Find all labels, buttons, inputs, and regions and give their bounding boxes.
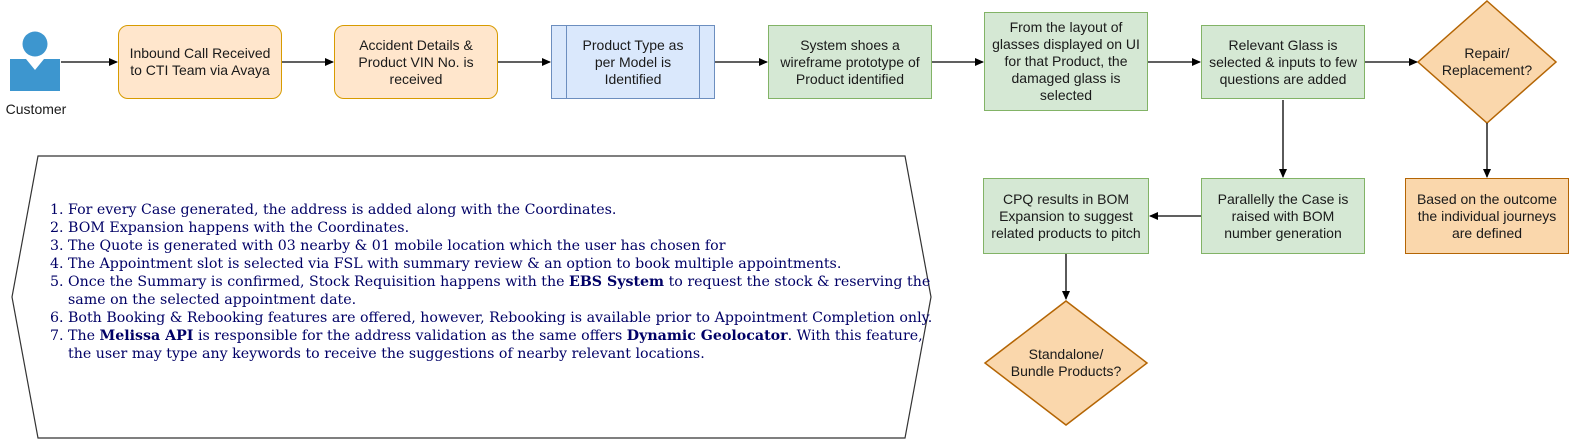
case-raised-node: Parallelly the Case is raised with BOM n… [1201,178,1365,254]
dynamic-geolocator-term: Dynamic Geolocator [626,328,788,344]
note-item: The Appointment slot is selected via FSL… [68,255,938,273]
note-item: The Quote is generated with 03 nearby & … [68,237,938,255]
melissa-api-term: Melissa API [99,328,194,344]
ebs-system-term: EBS System [569,274,665,290]
standalone-bundle-decision-shape [983,300,1149,426]
relevant-glass-node: Relevant Glass is selected & inputs to f… [1201,25,1365,99]
inbound-call-node: Inbound Call Received to CTI Team via Av… [118,25,282,99]
user-icon [10,31,60,91]
note-item: For every Case generated, the address is… [68,201,938,219]
note-item: Both Booking & Rebooking features are of… [68,309,938,327]
notes-frame [11,155,932,439]
accident-details-node: Accident Details & Product VIN No. is re… [334,25,498,99]
repair-replacement-label: Repair/ Replacement? [1441,45,1533,78]
glass-layout-node: From the layout of glasses displayed on … [984,12,1148,111]
customer-label: Customer [5,101,67,117]
note-item: BOM Expansion happens with the Coordinat… [68,219,938,237]
wireframe-node: System shoes a wireframe prototype of Pr… [768,25,932,99]
journeys-node: Based on the outcome the individual jour… [1405,178,1569,254]
note-item: Once the Summary is confirmed, Stock Req… [68,273,938,309]
cpq-bom-node: CPQ results in BOM Expansion to suggest … [983,178,1149,254]
standalone-bundle-label: Standalone/ Bundle Products? [1010,346,1122,379]
notes-list: For every Case generated, the address is… [46,201,938,363]
note-item: The Melissa API is responsible for the a… [68,327,938,363]
product-type-node: Product Type as per Model is Identified [551,25,715,99]
